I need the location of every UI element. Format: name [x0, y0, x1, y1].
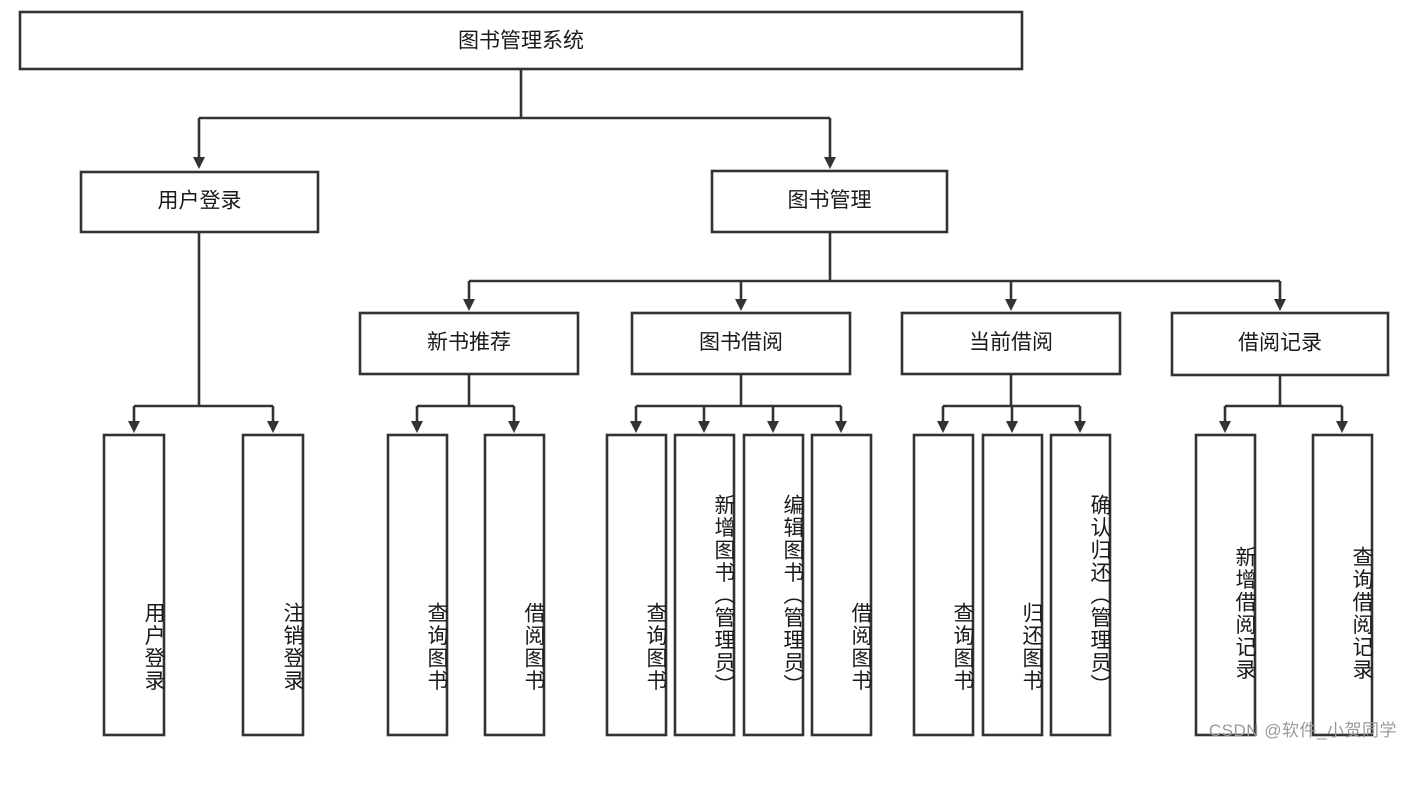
node-current-borrow[interactable]: 当前借阅	[900, 311, 1122, 376]
node-book-borrow[interactable]: 图书借阅	[630, 311, 852, 376]
leaf-box-user-logout[interactable]	[241, 433, 305, 737]
leaf-box-borrow-book-2[interactable]	[810, 433, 873, 737]
node-user-login-box[interactable]	[79, 170, 320, 234]
leaf-box-edit-book[interactable]	[742, 433, 805, 737]
node-book-management-box[interactable]	[710, 169, 949, 234]
leaf-box-confirm-return[interactable]	[1049, 433, 1112, 737]
node-book-management[interactable]: 图书管理	[710, 169, 949, 234]
leaf-box-return-book[interactable]	[981, 433, 1044, 737]
leaf-box-query-record[interactable]	[1311, 433, 1374, 737]
leaf-box-layer	[102, 433, 1374, 737]
node-borrow-record-box[interactable]	[1170, 311, 1390, 377]
leaf-box-user-login[interactable]	[102, 433, 166, 737]
node-user-login-label: 用户登录	[158, 190, 242, 213]
leaf-box-add-book[interactable]	[673, 433, 736, 737]
node-current-borrow-label: 当前借阅	[969, 331, 1053, 354]
node-current-borrow-box[interactable]	[900, 311, 1122, 376]
node-root-box[interactable]	[18, 10, 1024, 71]
diagram-canvas: 图书管理系统 用户登录 图书管理 新书推荐 图书借阅 当前借阅 借阅记录	[18, 10, 1397, 740]
leaf-box-add-record[interactable]	[1194, 433, 1257, 737]
node-user-login[interactable]: 用户登录	[79, 170, 320, 234]
leaf-box-query-book-2[interactable]	[605, 433, 668, 737]
leaf-box-query-book-3[interactable]	[912, 433, 975, 737]
connector-layer	[128, 69, 1348, 433]
node-root-label: 图书管理系统	[458, 30, 584, 53]
leaf-box-query-book-1[interactable]	[386, 433, 449, 737]
node-book-borrow-label: 图书借阅	[699, 331, 783, 354]
node-root[interactable]: 图书管理系统	[18, 10, 1024, 71]
node-new-book-recommend-label: 新书推荐	[427, 331, 511, 354]
csdn-watermark: CSDN @软件_小贺同学	[1208, 721, 1397, 740]
node-borrow-record[interactable]: 借阅记录	[1170, 311, 1390, 377]
leaf-box-borrow-book-1[interactable]	[483, 433, 546, 737]
node-book-borrow-box[interactable]	[630, 311, 852, 376]
diagram-svg: 图书管理系统 用户登录 图书管理 新书推荐 图书借阅 当前借阅 借阅记录	[18, 10, 1390, 737]
node-new-book-recommend[interactable]: 新书推荐	[358, 311, 580, 376]
node-new-book-recommend-box[interactable]	[358, 311, 580, 376]
node-borrow-record-label: 借阅记录	[1238, 332, 1322, 355]
node-book-management-label: 图书管理	[788, 189, 872, 212]
